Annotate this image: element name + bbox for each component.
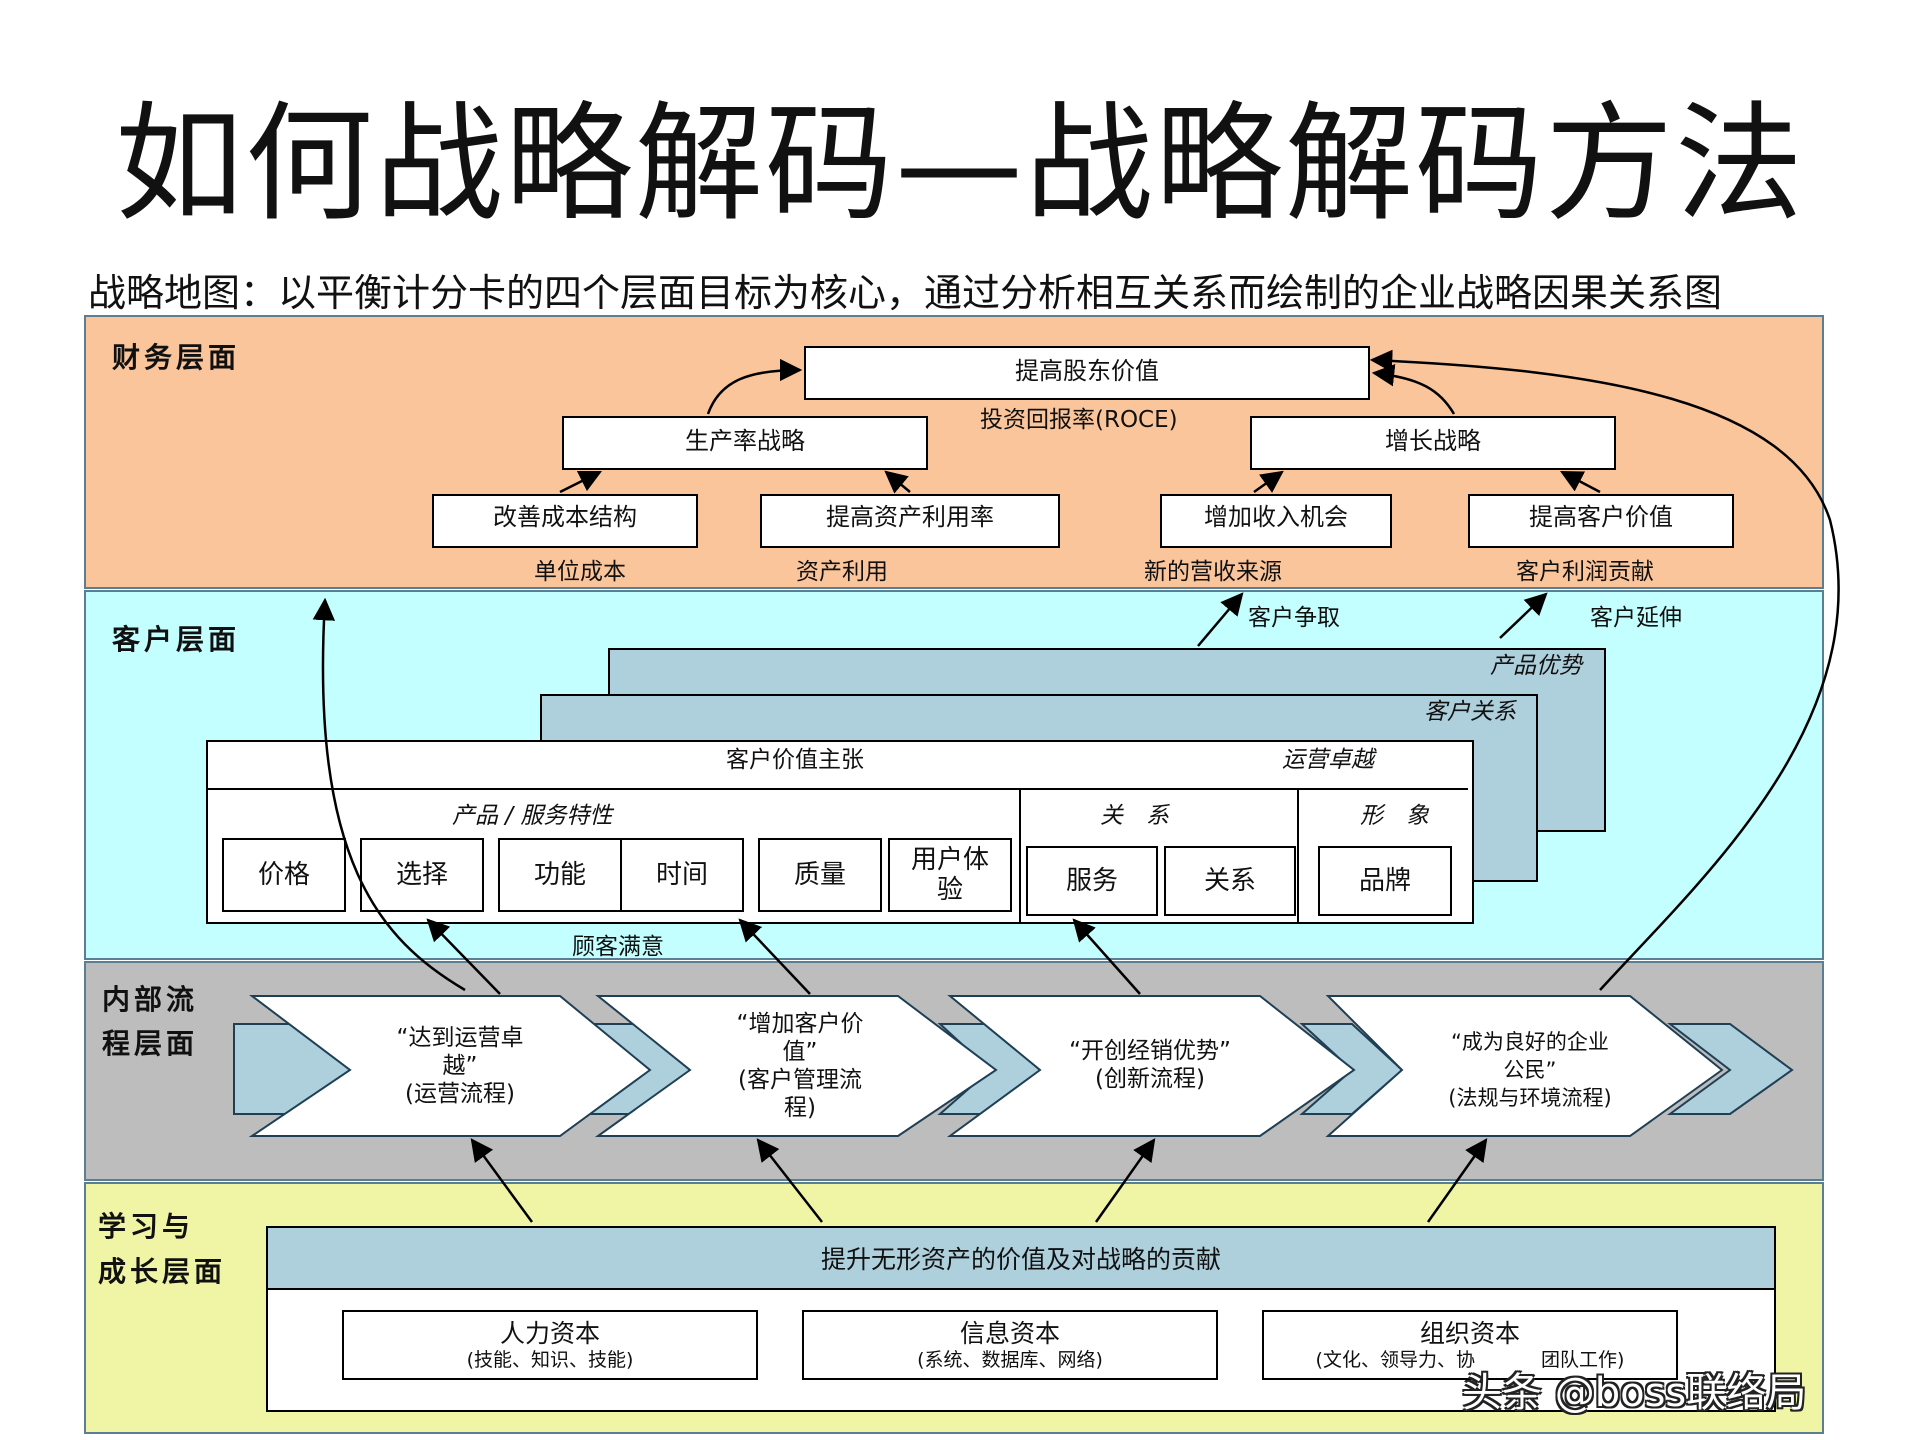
operational-excellence-label: 运营卓越	[1282, 747, 1374, 773]
process-2-line1: “增加客户价	[736, 1011, 864, 1037]
brand-cell: 品牌	[1318, 846, 1452, 916]
process-2-line2: 值”	[782, 1039, 818, 1065]
arrow-learning-3	[1094, 1138, 1156, 1223]
customer-layer-label: 客户层面	[112, 623, 241, 656]
financial-layer-label: 财务层面	[112, 341, 241, 374]
process-1-line3: (运营流程)	[405, 1081, 515, 1107]
learning-layer-label-line1: 学习与	[98, 1210, 195, 1243]
arrow-ops-to-financial	[312, 597, 466, 992]
arrow-ops-to-choice	[426, 918, 501, 995]
organization-capital-sub: (文化、领导力、协 团队工作)	[1316, 1349, 1625, 1371]
relationship-cell: 关系	[1164, 846, 1296, 916]
revenue-opportunity-box: 增加收入机会	[1160, 494, 1392, 548]
arrow-citizen-to-top	[1369, 349, 1840, 991]
arrow-learning-1	[470, 1138, 534, 1223]
relationship-heading: 关 系	[1100, 803, 1169, 829]
asset-use-label: 资产利用	[796, 559, 888, 585]
arrow-cost-to-productivity	[559, 470, 603, 494]
process-3-line2: (创新流程)	[1095, 1066, 1205, 1092]
customer-relationship-label: 客户关系	[1424, 699, 1516, 725]
organization-capital-title: 组织资本	[1419, 1319, 1520, 1348]
value-proposition-title: 客户价值主张	[726, 747, 864, 773]
process-4-line1: “成为良好的企业	[1451, 1030, 1609, 1054]
quality-cell: 质量	[758, 838, 882, 912]
customer-satisfaction-label: 顾客满意	[572, 934, 664, 960]
customer-profit-label: 客户利润贡献	[1516, 559, 1654, 585]
arrow-asset-to-productivity	[884, 470, 911, 494]
user-experience-cell: 用户体验	[888, 838, 1012, 912]
productivity-strategy-box: 生产率战略	[562, 416, 928, 470]
process-4-line2: 公民”	[1503, 1058, 1557, 1082]
process-chevron-4	[1325, 995, 1724, 1137]
customer-acquisition-label: 客户争取	[1248, 605, 1340, 631]
process-1-line2: 越”	[442, 1053, 478, 1079]
page-subtitle: 战略地图：以平衡计分卡的四个层面目标为核心，通过分析相互关系而绘制的企业战略因果…	[88, 271, 1723, 315]
service-cell: 服务	[1026, 846, 1158, 916]
arrow-cust-mgmt-to-time	[738, 918, 811, 995]
arrow-growth-to-top	[1371, 364, 1456, 415]
growth-strategy-box: 增长战略	[1250, 416, 1616, 470]
organization-capital-sub-start: (文化、领导力、协	[1315, 1349, 1475, 1371]
price-cell: 价格	[222, 838, 346, 912]
arrow-cvalue-to-growth	[1560, 470, 1601, 494]
page-title: 如何战略解码—战略解码方法	[114, 90, 1805, 239]
roce-label: 投资回报率(ROCE)	[980, 407, 1178, 433]
process-chevron-1	[248, 995, 652, 1137]
process-chevron-3	[946, 995, 1356, 1137]
process-2-text: “增加客户价 值” (客户管理流 程)	[700, 1006, 900, 1126]
learning-layer-label-line2: 成长层面	[98, 1255, 227, 1288]
process-tail	[1666, 1023, 1794, 1115]
product-advantage-label: 产品优势	[1490, 653, 1582, 679]
arrow-learning-4	[1426, 1138, 1488, 1223]
unit-cost-label: 单位成本	[534, 559, 626, 585]
time-cell: 时间	[620, 838, 744, 912]
information-capital-sub: (系统、数据库、网络)	[917, 1349, 1103, 1371]
shareholder-value-box: 提高股东价值	[804, 346, 1370, 400]
cost-structure-box: 改善成本结构	[432, 494, 698, 548]
arrow-innovation-to-service	[1072, 918, 1141, 995]
vp-section-divider-2	[1297, 788, 1299, 922]
customer-extension-label: 客户延伸	[1590, 605, 1682, 631]
process-2-line4: 程)	[784, 1095, 816, 1121]
human-capital-title: 人力资本	[499, 1319, 600, 1348]
intangible-assets-slab: 提升无形资产的价值及对战略的贡献	[266, 1226, 1776, 1290]
process-4-line3: (法规与环境流程)	[1448, 1086, 1612, 1110]
product-service-attributes-label: 产品 / 服务特性	[452, 803, 613, 829]
image-heading: 形 象	[1360, 803, 1429, 829]
information-capital-title: 信息资本	[959, 1319, 1060, 1348]
organization-capital-sub-end: 团队工作)	[1541, 1349, 1625, 1371]
arrow-acquisition	[1197, 592, 1244, 647]
process-chevron-2	[594, 995, 998, 1137]
new-revenue-label: 新的营收来源	[1144, 559, 1282, 585]
human-capital-box: 人力资本 (技能、知识、技能)	[342, 1310, 758, 1380]
process-3-text: “开创经销优势” (创新流程)	[1040, 1030, 1260, 1100]
function-cell: 功能	[498, 838, 622, 912]
asset-utilization-box: 提高资产利用率	[760, 494, 1060, 548]
process-3-line1: “开创经销优势”	[1069, 1038, 1231, 1064]
process-2-line3: (客户管理流	[738, 1067, 862, 1093]
arrow-learning-2	[756, 1138, 823, 1223]
process-1-text: “达到运营卓 越” (运营流程)	[360, 1016, 560, 1116]
vp-section-divider-1	[1019, 788, 1021, 922]
value-proposition-divider	[206, 788, 1468, 790]
watermark: 头条 @boss联络局	[1462, 1370, 1807, 1416]
human-capital-sub: (技能、知识、技能)	[466, 1349, 634, 1371]
intangible-assets-title: 提升无形资产的价值及对战略的贡献	[820, 1245, 1221, 1274]
internal-layer-label-line1: 内部流	[102, 983, 199, 1016]
process-1-line1: “达到运营卓	[396, 1025, 524, 1051]
choice-cell: 选择	[360, 838, 484, 912]
process-4-text: “成为良好的企业 公民” (法规与环境流程)	[1410, 1022, 1650, 1118]
internal-layer-label-line2: 程层面	[102, 1027, 199, 1060]
customer-value-box: 提高客户价值	[1468, 494, 1734, 548]
arrow-revenue-to-growth	[1253, 470, 1284, 494]
organization-capital-box: 组织资本 (文化、领导力、协 团队工作)	[1262, 1310, 1678, 1380]
information-capital-box: 信息资本 (系统、数据库、网络)	[802, 1310, 1218, 1380]
arrow-extension	[1499, 592, 1548, 639]
arrow-productivity-to-top	[706, 358, 803, 415]
